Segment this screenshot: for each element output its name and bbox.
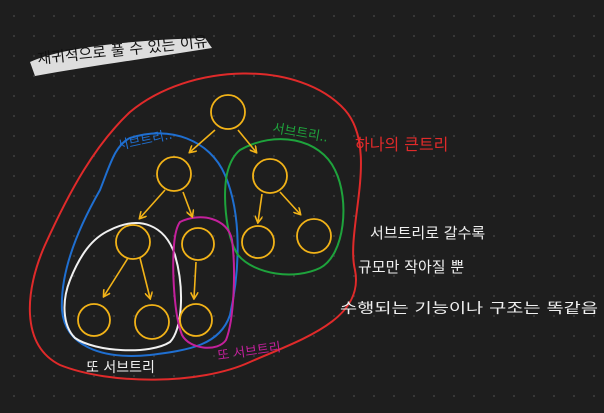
title-highlight [30, 38, 212, 76]
whole-tree-label: 하나의 큰트리 [355, 135, 448, 154]
node-left [156, 156, 192, 192]
tree-nodes [77, 94, 332, 340]
edge-root-left [190, 129, 216, 152]
whole-tree-outline [28, 72, 362, 381]
edge-root-right [237, 129, 256, 152]
node-right [252, 158, 288, 194]
left-subtree-outline [60, 132, 239, 357]
node-lr-child [179, 303, 213, 337]
edge-left-rightchild [182, 191, 192, 216]
edge-right-leftchild [258, 193, 262, 222]
bottom-left-subtree-label: 또 서브트리 [86, 360, 155, 376]
title-group: 재귀적으로 풀 수 있는 이유 [30, 32, 212, 76]
title: 재귀적으로 풀 수 있는 이유 [37, 32, 209, 68]
node-right-left [241, 225, 275, 259]
edge-left-leftchild [140, 189, 166, 218]
tree-edges [104, 129, 300, 298]
node-ll-left [77, 303, 111, 337]
edge-lr-child [194, 261, 196, 298]
note-line-3: 수행되는 기능이나 구조는 똑같음 [340, 301, 598, 317]
node-root [210, 94, 246, 130]
node-left-right [181, 227, 215, 261]
left-subtree-label: 서브트리.. [116, 128, 174, 154]
edge-right-rightchild [279, 191, 300, 214]
edge-ll-left [104, 257, 129, 296]
note-line-1: 서브트리로 갈수록 [370, 224, 485, 242]
edge-ll-right [139, 257, 150, 298]
node-right-right [296, 218, 332, 254]
notes: 서브트리로 갈수록 규모만 작아질 뿐 수행되는 기능이나 구조는 똑같음 [340, 224, 598, 317]
right-subtree-outline [224, 138, 345, 276]
bottom-left-subtree-outline [63, 222, 183, 352]
note-line-2: 규모만 작아질 뿐 [358, 258, 464, 276]
node-left-left [115, 224, 151, 260]
node-ll-right [134, 304, 170, 340]
bottom-middle-subtree-outline [172, 216, 235, 349]
bottom-middle-subtree-label: 또 서브트리 [216, 340, 281, 364]
